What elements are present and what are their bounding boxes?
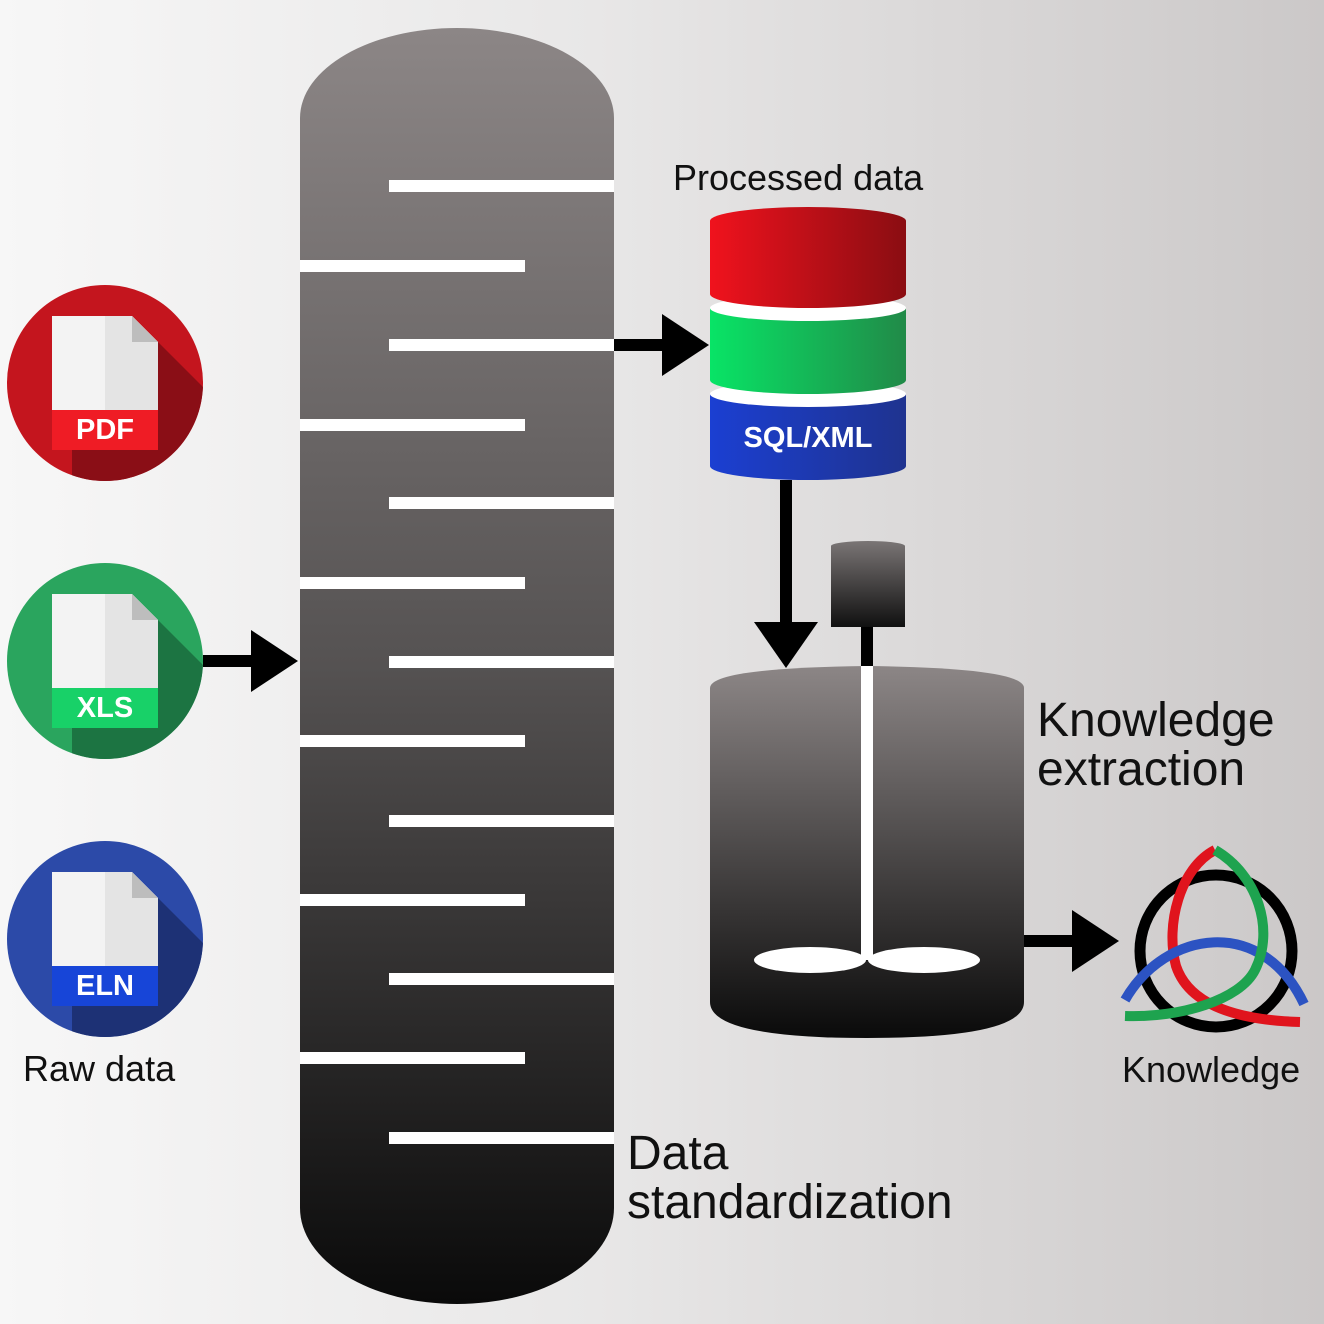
raw-data-label: Raw data — [23, 1048, 176, 1089]
distillation-column-icon — [300, 28, 614, 1304]
pdf-file-icon — [7, 285, 203, 481]
arrow-to-database-icon — [614, 314, 709, 376]
data-standardization-label-line2: standardization — [627, 1176, 953, 1229]
xls-file-label: XLS — [76, 692, 134, 724]
knowledge-knot-icon — [1120, 845, 1309, 1033]
data-standardization-label-line1: Data — [627, 1127, 729, 1180]
database-icon — [710, 207, 906, 480]
reactor-icon — [710, 541, 1024, 1038]
pdf-file-label: PDF — [76, 414, 134, 446]
arrow-to-knowledge-icon — [1024, 910, 1119, 972]
arrow-to-column-icon — [203, 630, 298, 692]
eln-file-icon — [7, 841, 203, 1037]
knowledge-extraction-label-line2: extraction — [1037, 743, 1246, 796]
processed-data-label: Processed data — [673, 157, 924, 198]
knowledge-extraction-label-line1: Knowledge — [1037, 694, 1275, 747]
arrow-to-reactor-icon — [754, 480, 818, 668]
eln-file-label: ELN — [76, 970, 134, 1002]
knowledge-label: Knowledge — [1122, 1049, 1301, 1090]
database-format-label: SQL/XML — [743, 422, 873, 454]
xls-file-icon — [7, 563, 203, 759]
